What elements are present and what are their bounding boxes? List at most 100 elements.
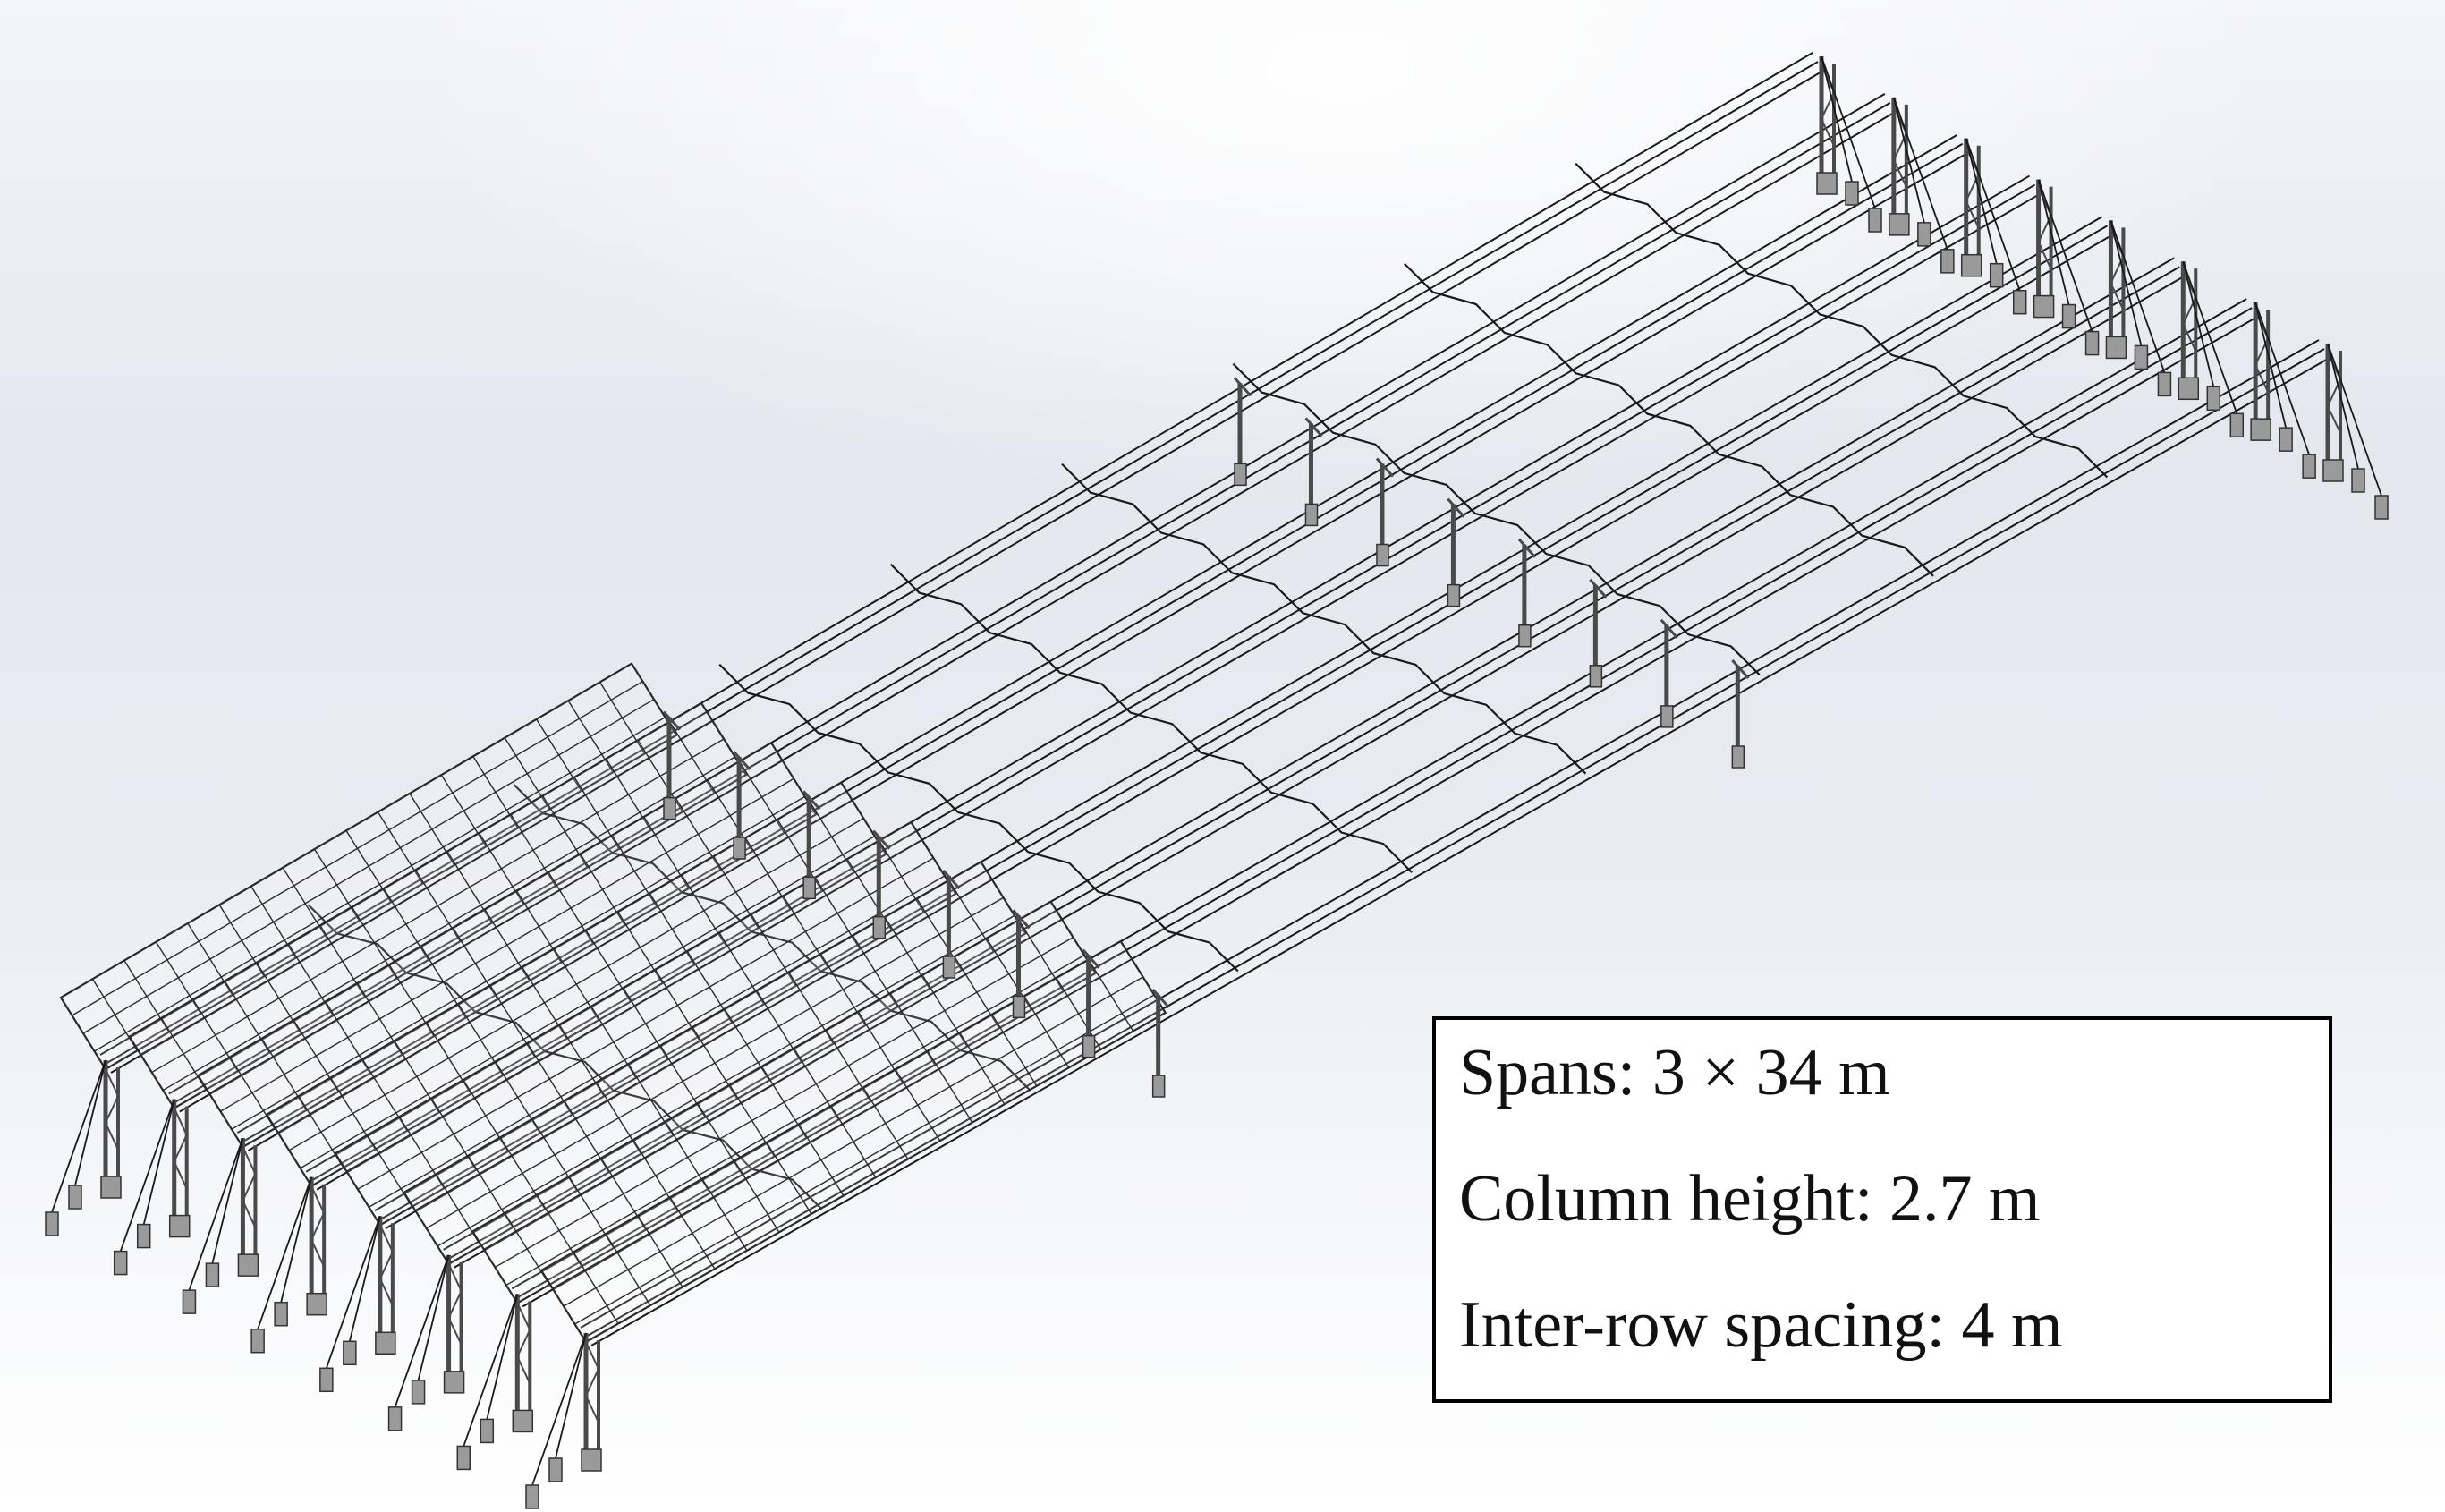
pv-module-divider (140, 720, 713, 1056)
pv-module-divider (483, 919, 1063, 1251)
intermediate-column-footing (1012, 995, 1026, 1019)
near-end-frame-guy-cable (417, 1254, 450, 1381)
far-end-frame-footing (2178, 377, 2200, 401)
far-end-frame-bracing (2326, 352, 2342, 434)
near-end-frame-anchor-block (205, 1262, 220, 1287)
near-end-frame-guy-cable (74, 1059, 106, 1186)
near-end-frame-footing (168, 1214, 191, 1238)
far-end-frame-guy-cable (2037, 179, 2093, 332)
far-end-frame-anchor-block (2229, 412, 2245, 438)
near-end-frame-anchor-block (319, 1367, 334, 1393)
pv-module-divider (220, 777, 794, 1112)
longitudinal-cable (585, 348, 2325, 1338)
pv-module-divider (552, 958, 1133, 1289)
far-end-frame-anchor-block (2374, 495, 2389, 520)
far-end-frame-anchor-block (2302, 454, 2316, 479)
far-end-frame-anchor-block (1940, 249, 1955, 274)
parameter-legend-box: Spans: 3 × 34 m Column height: 2.7 m Int… (1432, 1016, 2332, 1403)
intermediate-column-footing (1082, 1034, 1096, 1058)
far-end-frame-guy-cable (2327, 343, 2359, 470)
intermediate-column-footing (1660, 705, 1674, 728)
intermediate-column-head (1012, 909, 1031, 930)
cross-cable-zigzag (513, 784, 1031, 1091)
near-end-frame-guy-cable (486, 1294, 519, 1420)
intermediate-column-head (1660, 618, 1678, 639)
legend-spans: Spans: 3 × 34 m (1459, 1036, 1890, 1109)
far-end-frame-anchor-block (2206, 386, 2221, 412)
far-end-frame-bracing (1892, 106, 1908, 188)
intermediate-column-footing (802, 876, 816, 900)
pv-module-divider (82, 699, 655, 1034)
far-end-frame-guy-cable (2254, 302, 2310, 455)
longitudinal-cable (590, 357, 2330, 1346)
pv-module-divider (426, 896, 1004, 1229)
near-end-frame-anchor-block (182, 1289, 197, 1314)
intermediate-column-head (1375, 457, 1395, 478)
near-end-frame-footing (512, 1409, 534, 1433)
cross-cable-zigzag (1232, 362, 1761, 676)
pv-module-divider (505, 955, 1085, 1287)
cross-cable-zigzag (1404, 262, 1934, 577)
intermediate-column-head (1151, 988, 1170, 1009)
pv-module-divider (288, 818, 864, 1151)
far-end-frame-guy-cable (2327, 343, 2382, 497)
intermediate-column-footing (1589, 665, 1603, 688)
far-end-frame-footing (2322, 459, 2344, 482)
far-end-frame-anchor-block (1917, 222, 1931, 247)
far-end-frame-footing (1889, 213, 1910, 236)
near-end-frame-bracing (378, 1224, 395, 1306)
near-end-frame-bracing (104, 1068, 120, 1151)
cross-cables (308, 162, 2109, 1210)
near-end-frame-footing (306, 1292, 327, 1316)
cross-cable-zigzag (1575, 162, 2109, 479)
far-end-frame-anchor-block (2061, 303, 2076, 329)
near-end-frame-anchor-block (136, 1223, 151, 1249)
near-end-frame-guy-cable (394, 1254, 450, 1408)
intermediate-column-footing (1234, 463, 1247, 487)
far-end-frame-anchor-block (2012, 289, 2027, 315)
pv-module-divider (300, 836, 876, 1169)
longitudinal-cable (580, 339, 2320, 1329)
far-end-frame-bracing (2037, 188, 2052, 270)
near-end-frame-guy-cable (531, 1332, 587, 1486)
pv-module-divider (231, 795, 806, 1130)
longitudinal-cable (516, 307, 2253, 1299)
near-end-frame-anchor-block (274, 1301, 288, 1327)
near-end-frame-guy-cable (211, 1137, 244, 1264)
near-end-frame-guy-cable (348, 1216, 381, 1342)
far-end-frame-guy-cable (2037, 179, 2070, 305)
intermediate-column-footing (1447, 583, 1461, 607)
far-end-frame-anchor-block (2279, 427, 2293, 452)
longitudinal-cable (105, 61, 1819, 1065)
near-end-frame-footing (100, 1176, 122, 1199)
near-end-frame-footing (443, 1371, 465, 1394)
intermediate-column-footing (1731, 745, 1745, 769)
pv-module-divider (151, 738, 725, 1074)
far-end-frame-footing (1816, 172, 1838, 195)
far-end-frame-anchor-block (1989, 262, 2004, 288)
pv-module-divider (346, 839, 923, 1172)
near-end-frame-guy-cable (51, 1059, 106, 1213)
near-end-frame-anchor-block (45, 1211, 59, 1236)
near-end-frame-bracing (173, 1108, 188, 1190)
near-end-frame-anchor-block (387, 1406, 403, 1431)
near-end-frame-anchor-block (525, 1484, 539, 1509)
intermediate-column-head (1589, 578, 1608, 599)
far-end-frame-footing (2033, 294, 2055, 319)
near-end-frame-guy-cable (142, 1099, 175, 1225)
near-end-frame-bracing (516, 1302, 531, 1384)
far-end-frame-guy-cable (2110, 220, 2143, 346)
near-end-frame-anchor-block (480, 1418, 495, 1444)
intermediate-column-head (1304, 417, 1323, 437)
near-end-frame-anchor-block (456, 1445, 471, 1471)
near-end-frame-footing (375, 1331, 396, 1355)
pv-module-divider (357, 857, 934, 1190)
far-end-frame-guy-cable (2182, 261, 2215, 387)
far-end-frame-guy-cable (2110, 220, 2166, 373)
intermediate-column-head (872, 829, 891, 850)
near-end-frame-guy-cable (326, 1215, 381, 1369)
legend-column-height: Column height: 2.7 m (1459, 1162, 2041, 1236)
near-end-frame-anchor-block (113, 1250, 128, 1276)
near-end-frame-footing (237, 1253, 259, 1277)
